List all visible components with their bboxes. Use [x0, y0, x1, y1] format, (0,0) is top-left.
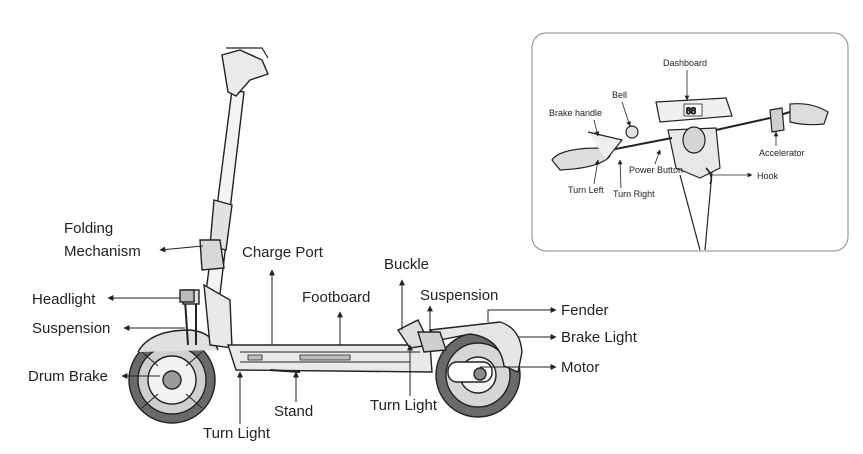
- label-brake-light: Brake Light: [561, 329, 638, 346]
- label-brake-handle: Brake handle: [549, 108, 602, 118]
- label-accelerator: Accelerator: [759, 148, 805, 158]
- leader-brake-handle: [593, 119, 600, 137]
- label-turn-light-rear: Turn Light: [370, 397, 438, 414]
- label-power-button: Power Button: [629, 165, 683, 175]
- leader-fender: [487, 307, 557, 322]
- label-suspension-rear: Suspension: [420, 287, 498, 304]
- label-drum-brake: Drum Brake: [28, 368, 108, 385]
- dashboard-readout: 88: [686, 106, 696, 116]
- label-folding-mechanism-line2: Mechanism: [64, 243, 141, 260]
- leader-folding-mechanism: [159, 245, 204, 253]
- label-turn-right: Turn Right: [613, 189, 655, 199]
- front-fender: [137, 329, 219, 353]
- leader-turn-right: [617, 159, 623, 189]
- label-buckle: Buckle: [384, 256, 429, 273]
- label-hook: Hook: [757, 171, 779, 181]
- handlebar-inset: 88 Dashboard Bell Brake handle Accelerat…: [531, 32, 849, 252]
- rear-fender: [428, 321, 523, 373]
- front-wheel: [128, 336, 216, 424]
- leader-turn-left: [593, 159, 600, 185]
- label-footboard: Footboard: [302, 289, 370, 306]
- label-motor: Motor: [561, 359, 599, 376]
- label-folding-mechanism-line1: Folding: [64, 220, 113, 237]
- leader-power-button: [654, 149, 661, 165]
- label-headlight: Headlight: [32, 291, 96, 308]
- label-turn-left: Turn Left: [568, 185, 604, 195]
- label-suspension-front: Suspension: [32, 320, 110, 337]
- label-fender: Fender: [561, 302, 609, 319]
- main-labels: Folding Mechanism Charge Port Buckle Foo…: [28, 220, 638, 442]
- label-turn-light-front: Turn Light: [203, 425, 271, 442]
- label-charge-port: Charge Port: [242, 244, 324, 261]
- label-dashboard: Dashboard: [663, 58, 707, 68]
- label-stand: Stand: [274, 403, 313, 420]
- scooter-illustration: [128, 47, 523, 424]
- label-bell: Bell: [612, 90, 627, 100]
- leader-bell: [621, 101, 631, 127]
- inset-illustration: 88: [551, 97, 829, 251]
